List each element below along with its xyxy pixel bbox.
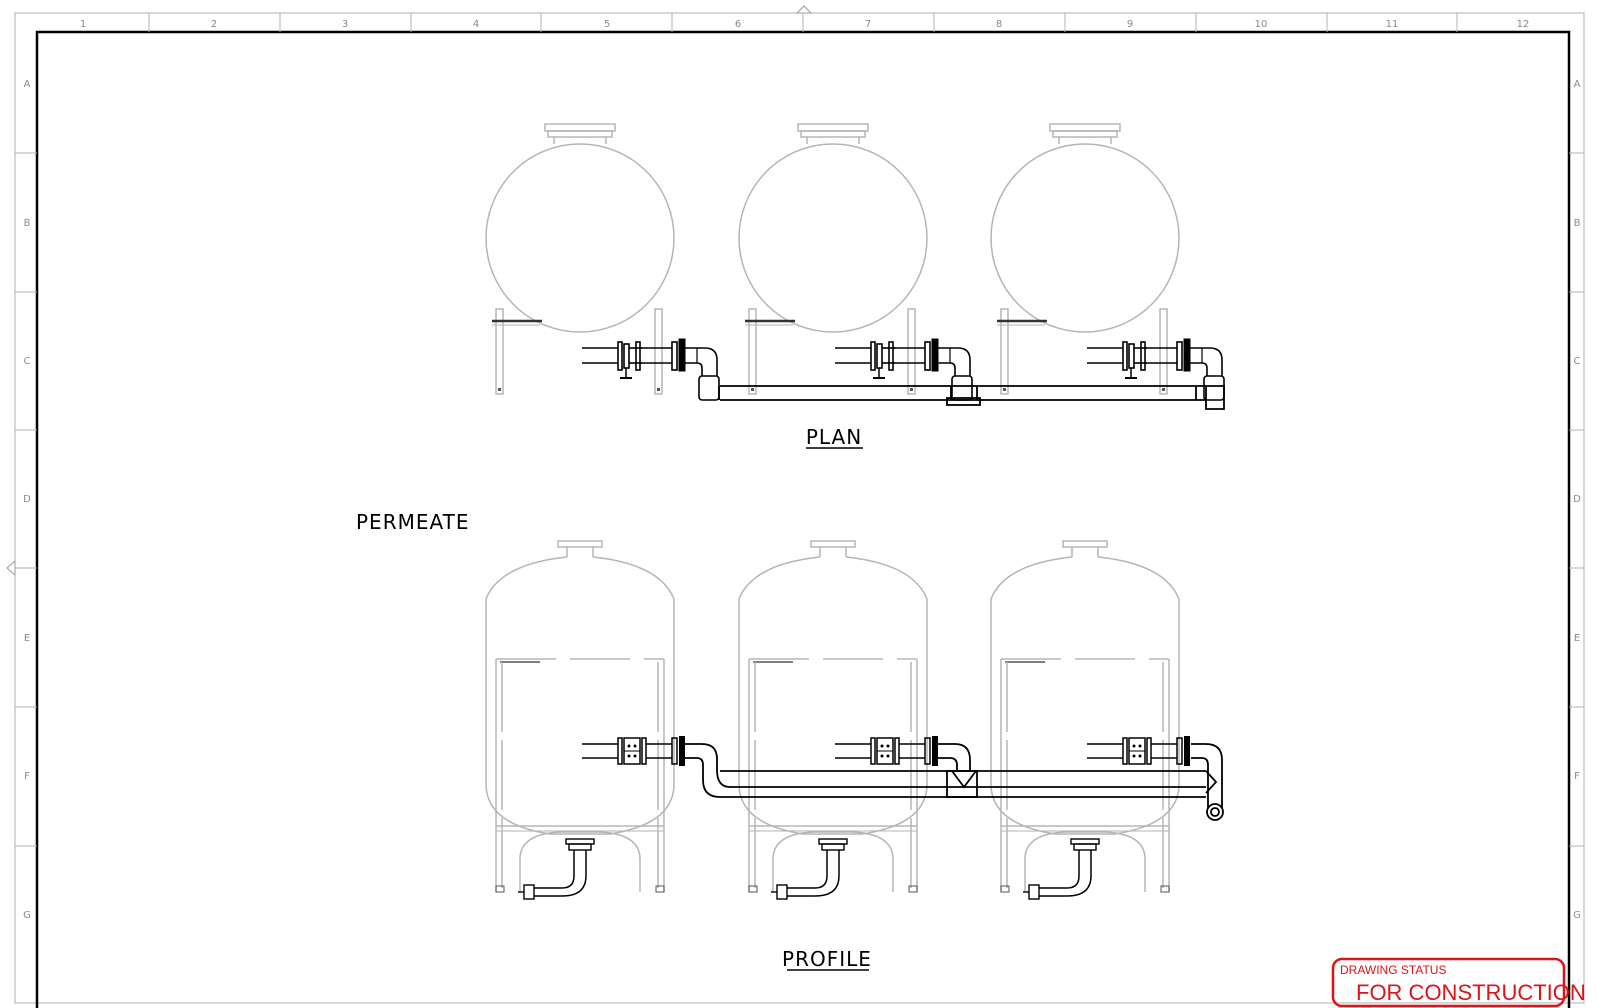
col-num-1: 1 xyxy=(80,19,86,30)
col-num-6: 6 xyxy=(735,19,741,30)
row-letter-d-left: D xyxy=(23,494,31,505)
profile-vessel-1 xyxy=(485,540,686,900)
plan-header-pipe xyxy=(718,385,1225,410)
stamp-heading: DRAWING STATUS xyxy=(1340,963,1446,977)
row-letter-f-right: F xyxy=(1574,771,1580,782)
col-num-9: 9 xyxy=(1127,19,1133,30)
col-num-8: 8 xyxy=(996,19,1002,30)
col-num-12: 12 xyxy=(1517,19,1530,30)
profile-view: PROFILE xyxy=(485,540,1224,971)
profile-vessel-3 xyxy=(990,540,1191,900)
row-letter-b-left: B xyxy=(24,218,31,229)
row-letters: A B C D E F G A B C D E F G xyxy=(23,79,1581,921)
row-letter-g-right: G xyxy=(1573,910,1581,921)
col-num-2: 2 xyxy=(211,19,217,30)
col-num-11: 11 xyxy=(1386,19,1399,30)
drawing-frame xyxy=(35,30,1571,1008)
stamp-border xyxy=(1331,957,1566,1008)
profile-vessel-2 xyxy=(738,540,939,900)
plan-title: PLAN xyxy=(806,425,862,449)
row-letter-f-left: F xyxy=(24,771,30,782)
column-zones xyxy=(148,13,1458,32)
section-title: PERMEATE xyxy=(356,510,469,534)
row-letter-g-left: G xyxy=(23,910,31,921)
stamp-status: FOR CONSTRUCTION xyxy=(1356,980,1586,1005)
top-centering-mark xyxy=(795,5,813,14)
col-num-3: 3 xyxy=(342,19,348,30)
row-letter-b-right: B xyxy=(1574,218,1581,229)
col-num-5: 5 xyxy=(604,19,610,30)
row-letter-e-left: E xyxy=(24,633,30,644)
plan-vessel-1 xyxy=(484,122,721,402)
profile-header-pipe xyxy=(685,743,1224,821)
drawing-status-stamp: DRAWING STATUS FOR CONSTRUCTION xyxy=(1331,957,1586,1008)
column-numbers: 1 2 3 4 5 6 7 8 9 10 11 12 xyxy=(80,19,1530,30)
plan-vessel-2 xyxy=(737,122,974,402)
left-centering-mark xyxy=(6,559,16,577)
row-letter-e-right: E xyxy=(1574,633,1580,644)
plan-vessel-3 xyxy=(989,122,1226,402)
row-letter-c-left: C xyxy=(24,356,31,367)
profile-title: PROFILE xyxy=(782,947,872,971)
col-num-7: 7 xyxy=(865,19,871,30)
plan-view: PLAN xyxy=(484,122,1226,449)
row-letter-a-right: A xyxy=(1574,79,1581,90)
sheet-outer-border xyxy=(14,12,1585,1004)
col-num-4: 4 xyxy=(473,19,479,30)
row-zones xyxy=(15,152,1584,847)
row-letter-a-left: A xyxy=(24,79,31,90)
row-letter-d-right: D xyxy=(1573,494,1581,505)
col-num-10: 10 xyxy=(1255,19,1268,30)
row-letter-c-right: C xyxy=(1574,356,1581,367)
